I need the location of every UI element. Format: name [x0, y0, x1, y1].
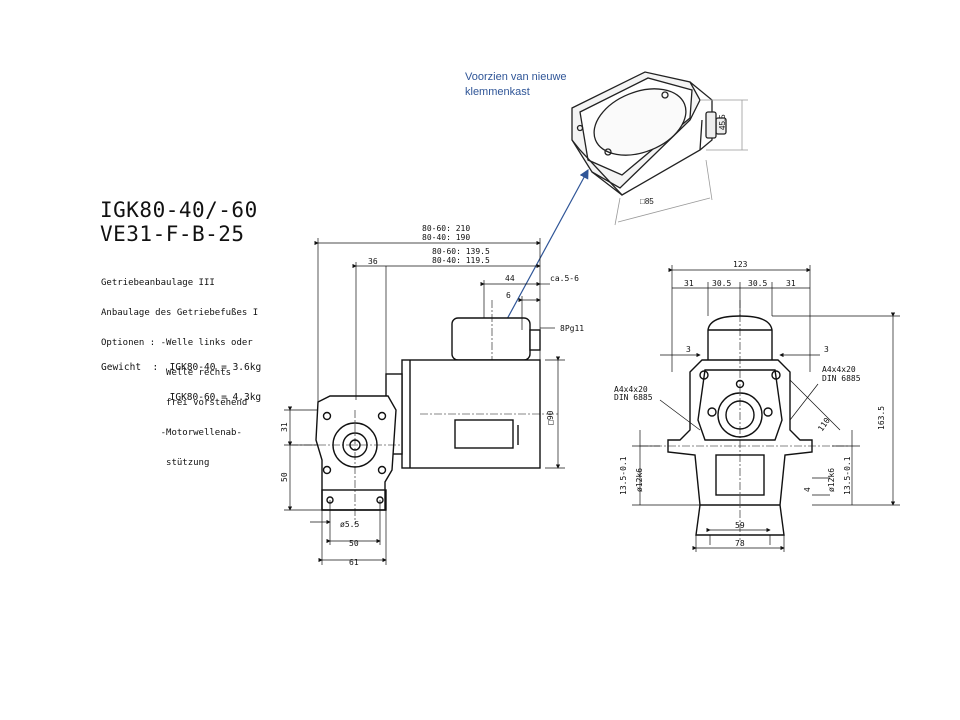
weight-label: Gewicht : — [101, 362, 159, 373]
spec-block: Getriebeanbaulage III Anbaulage des Getr… — [101, 258, 258, 478]
dim-50-vertical: 50 — [280, 472, 289, 482]
weight-line-1: IGK80-40 = 3.6kg — [169, 362, 262, 373]
annotation-line-1: Voorzien van nieuwe — [465, 71, 567, 83]
dim-31: 31 — [280, 422, 289, 432]
dim-78: 78 — [735, 539, 745, 548]
dim-55: ø5.5 — [340, 520, 359, 529]
dim-163-5: 163.5 — [877, 406, 886, 430]
weight-block: Gewicht : IGK80-40 = 3.6kg IGK80-60 = 4.… — [101, 343, 261, 413]
side-dimension-lines — [284, 238, 565, 565]
dim-31-right: 31 — [786, 279, 796, 288]
annotation-arrow — [499, 168, 589, 333]
box-dimension-lines — [614, 99, 748, 226]
dim-len-b: 80-40: 190 — [422, 233, 470, 242]
key-left-2: DIN 6885 — [614, 393, 653, 402]
dim-90: □90 — [546, 410, 555, 425]
dim-len-a: 80-60: 210 — [422, 224, 470, 233]
title-line-2: VE31-F-B-25 — [100, 222, 245, 246]
spec-line: Anbaulage des Getriebefußes I — [101, 308, 259, 318]
spec-line: frei vorstehend — [101, 398, 248, 408]
drawing-title: IGK80-40/-60 VE31-F-B-25 — [100, 198, 258, 246]
spec-line: stützung — [101, 458, 210, 468]
spec-line: Getriebeanbaulage III — [101, 278, 215, 288]
dim-31-left: 31 — [684, 279, 694, 288]
spec-line: Optionen : -Welle links oder — [101, 338, 253, 348]
annotation-note: Voorzien van nieuwe klemmenkast — [465, 70, 567, 100]
annotation-line-2: klemmenkast — [465, 86, 530, 98]
dim-59: 59 — [735, 521, 745, 530]
front-dimension-labels: 123 31 30.5 30.5 31 3 3 A4x4x20 DIN 6885… — [614, 260, 886, 548]
key-right-1: A4x4x20 — [822, 365, 856, 374]
spec-line: -Motorwellenab- — [101, 428, 242, 438]
dim-61: 61 — [349, 558, 359, 567]
spec-line: Welle rechts — [101, 368, 232, 378]
side-dimension-labels: 80-60: 210 80-40: 190 80-60: 139.5 80-40… — [280, 224, 584, 567]
dim-6: 6 — [506, 291, 511, 300]
dim-44: 44 — [505, 274, 515, 283]
box-width-label: □85 — [640, 197, 654, 206]
dim-30-5-left: 30.5 — [712, 279, 731, 288]
dim-123: 123 — [733, 260, 748, 269]
dim-4: 4 — [803, 487, 812, 492]
dim-3-left: 3 — [686, 345, 691, 354]
dim-13-5-left: 13.5-0.1 — [619, 456, 628, 495]
dim-12-right: ø12k6 — [827, 468, 836, 492]
dim-36: 36 — [368, 257, 378, 266]
terminal-box-drawing — [571, 71, 727, 196]
dim-ca: ca.5-6 — [550, 274, 579, 283]
weight-line-2: IGK80-60 = 4.3kg — [169, 392, 262, 403]
dim-50-horizontal: 50 — [349, 539, 359, 548]
dim-13-5-right: 13.5-0.1 — [843, 456, 852, 495]
dim-30-5-right: 30.5 — [748, 279, 767, 288]
key-right-2: DIN 6885 — [822, 374, 861, 383]
box-height-label: 45,5 — [718, 114, 727, 130]
front-dimension-lines — [632, 265, 900, 552]
front-center-lines — [640, 300, 850, 540]
title-line-1: IGK80-40/-60 — [100, 198, 258, 222]
dim-len-d: 80-40: 119.5 — [432, 256, 490, 265]
dim-12-left: ø12k6 — [635, 468, 644, 492]
dim-pg: 8Pg11 — [560, 324, 584, 333]
dim-3-right: 3 — [824, 345, 829, 354]
dim-110: 110 — [816, 416, 832, 433]
dim-len-c: 80-60: 139.5 — [432, 247, 490, 256]
key-left-1: A4x4x20 — [614, 385, 648, 394]
